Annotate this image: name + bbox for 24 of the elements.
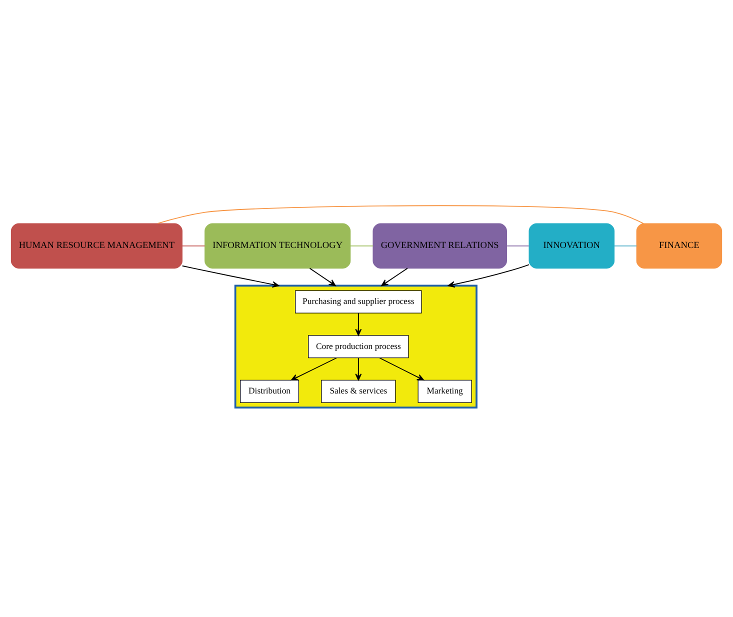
node-box: GOVERNMENT RELATIONS — [372, 222, 507, 268]
node-box: Marketing — [418, 379, 472, 402]
arrow — [182, 264, 280, 288]
node-box: INFORMATION TECHNOLOGY — [204, 222, 351, 268]
arrow — [379, 356, 424, 380]
node-box: Distribution — [240, 379, 300, 402]
node-box: INNOVATION — [528, 222, 615, 268]
connector — [157, 204, 644, 224]
arrow — [355, 312, 362, 336]
node-box: FINANCE — [636, 222, 722, 268]
connector — [350, 244, 374, 246]
node-box: HUMAN RESOURCE MANAGEMENT — [10, 222, 182, 268]
node-box: Purchasing and supplier process — [295, 290, 422, 313]
connector — [506, 244, 530, 246]
arrow — [309, 267, 336, 286]
arrow — [355, 357, 362, 380]
arrow — [448, 264, 530, 288]
connector — [614, 244, 638, 246]
node-box: Sales & services — [321, 379, 396, 402]
arrow — [381, 267, 408, 286]
cluster — [234, 284, 478, 408]
connector — [182, 244, 206, 246]
arrow — [290, 356, 338, 380]
node-box: Core production process — [308, 334, 409, 358]
